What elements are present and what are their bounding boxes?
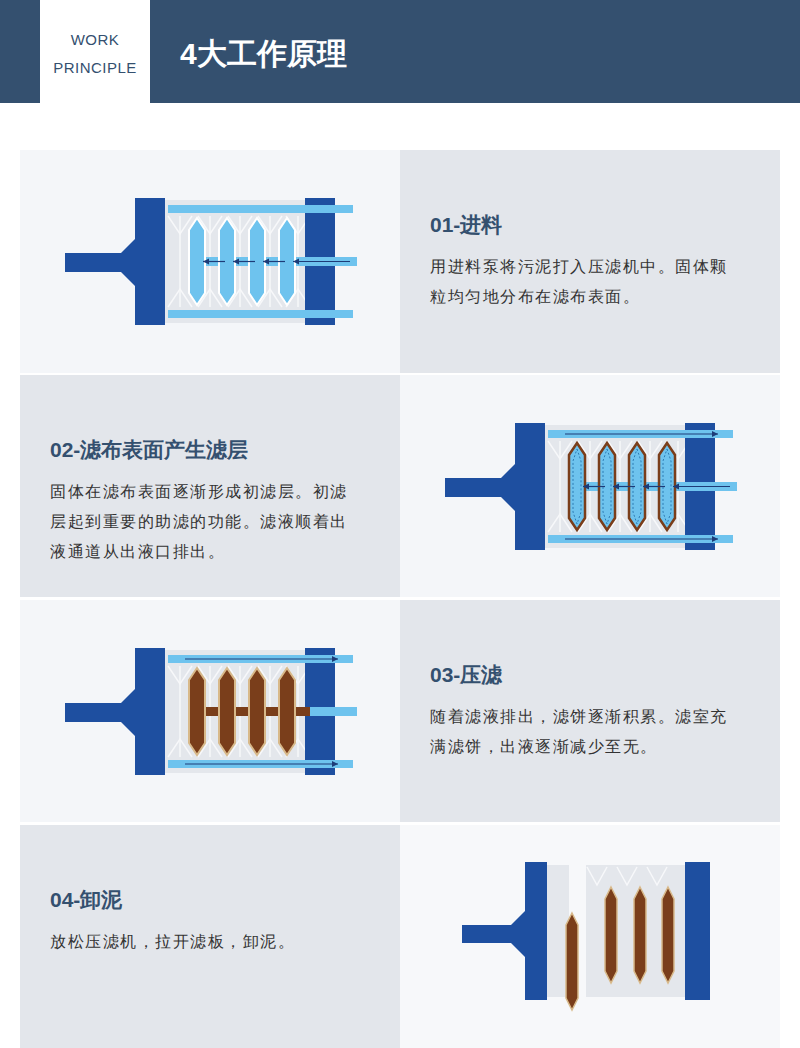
step-panel: 01-进料用进料泵将污泥打入压滤机中。固体颗粒均匀地分布在滤布表面。 <box>400 150 780 373</box>
step-panel: 02-滤布表面产生滤层固体在滤布表面逐渐形成初滤层。初滤层起到重要的助滤的功能。… <box>20 375 400 597</box>
image-panel <box>20 600 400 822</box>
image-panel <box>400 375 780 597</box>
step-panel: 03-压滤随着滤液排出，滤饼逐渐积累。滤室充满滤饼，出液逐渐减少至无。 <box>400 600 780 822</box>
step-description: 放松压滤机，拉开滤板，卸泥。 <box>50 927 362 957</box>
image-panel <box>400 825 780 1048</box>
filter-press-figure <box>65 198 357 325</box>
section-tag: WORK PRINCIPLE <box>40 0 150 107</box>
filter-press-figure <box>462 862 710 1010</box>
step-panel: 04-卸泥放松压滤机，拉开滤板，卸泥。 <box>20 825 400 1048</box>
step-heading: 03-压滤 <box>430 660 750 690</box>
image-panel <box>20 150 400 373</box>
step-heading: 02-滤布表面产生滤层 <box>50 435 370 465</box>
step-description: 用进料泵将污泥打入压滤机中。固体颗粒均匀地分布在滤布表面。 <box>430 252 742 312</box>
step-description: 固体在滤布表面逐渐形成初滤层。初滤层起到重要的助滤的功能。滤液顺着出液通道从出液… <box>50 477 362 567</box>
step-heading: 04-卸泥 <box>50 885 370 915</box>
page-title: 4大工作原理 <box>180 34 347 74</box>
tag-text: WORK PRINCIPLE <box>47 26 143 82</box>
step-heading: 01-进料 <box>430 210 750 240</box>
filter-press-figure <box>65 648 357 775</box>
step-description: 随着滤液排出，滤饼逐渐积累。滤室充满滤饼，出液逐渐减少至无。 <box>430 702 742 762</box>
filter-press-figure <box>445 423 737 550</box>
